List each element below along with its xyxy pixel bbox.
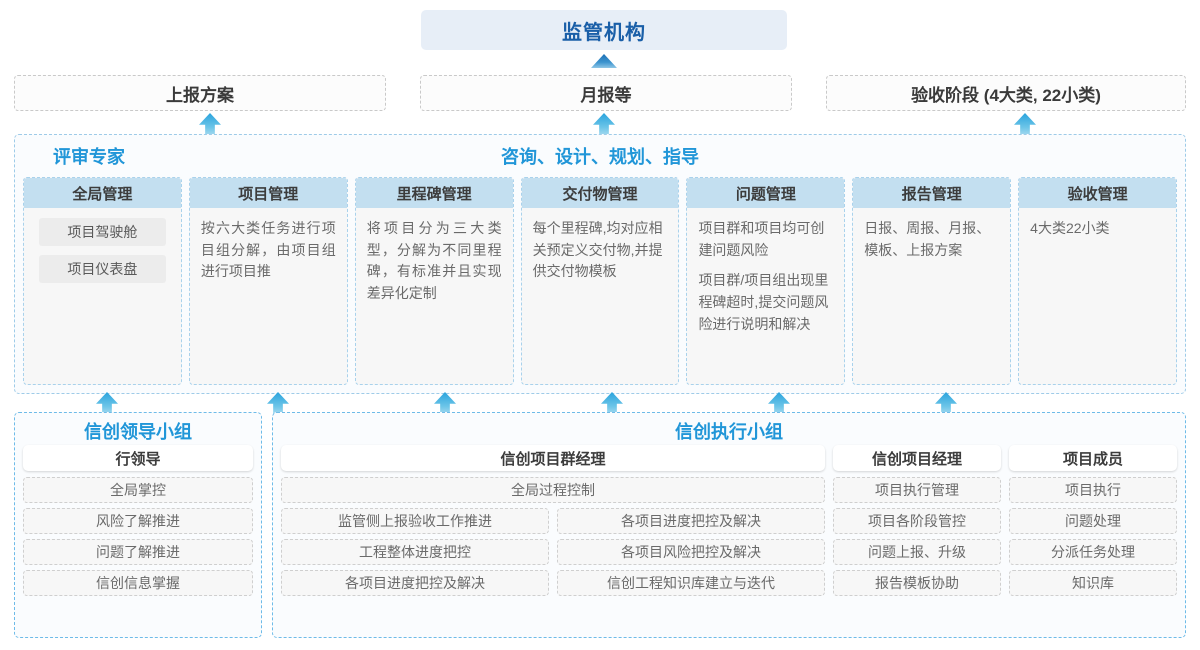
report-label: 验收阶段 (4大类, 22小类)	[911, 85, 1101, 105]
task-item[interactable]: 分派任务处理	[1009, 539, 1177, 565]
task-item[interactable]: 报告模板协助	[833, 570, 1001, 596]
column-header: 全局管理	[24, 178, 181, 208]
execution-columns: 信创项目群经理 全局过程控制 监管侧上报验收工作推进 工程整体进度把控 各项目进…	[281, 445, 1177, 596]
task-item[interactable]: 信创工程知识库建立与迭代	[557, 570, 825, 596]
task-item[interactable]: 问题了解推进	[23, 539, 253, 565]
task-item[interactable]: 各项目风险把控及解决	[557, 539, 825, 565]
column-paragraph: 项目群/项目组出现里程碑超时,提交问题风险进行说明和解决	[698, 272, 829, 332]
task-item[interactable]: 项目执行管理	[833, 477, 1001, 503]
project-member-column: 项目成员 项目执行 问题处理 分派任务处理 知识库	[1009, 445, 1177, 596]
column-body: 项目驾驶舱 项目仪表盘	[24, 208, 181, 384]
consulting-title: 咨询、设计、规划、指导	[501, 147, 699, 167]
task-item[interactable]: 各项目进度把控及解决	[281, 570, 549, 596]
leadership-group: 信创领导小组 行领导 全局掌控 风险了解推进 问题了解推进 信创信息掌握	[14, 412, 262, 638]
feature-pill[interactable]: 项目仪表盘	[39, 255, 166, 283]
project-manager-column: 信创项目经理 项目执行管理 项目各阶段管控 问题上报、升级 报告模板协助	[833, 445, 1001, 596]
task-item[interactable]: 全局过程控制	[281, 477, 825, 503]
role-header-project-manager[interactable]: 信创项目经理	[833, 445, 1001, 471]
column-header: 交付物管理	[521, 178, 679, 208]
task-item[interactable]: 项目执行	[1009, 477, 1177, 503]
program-manager-task-grid: 监管侧上报验收工作推进 工程整体进度把控 各项目进度把控及解决 各项目进度把控及…	[281, 508, 825, 596]
column-header: 验收管理	[1019, 178, 1177, 208]
teams-row: 信创领导小组 行领导 全局掌控 风险了解推进 问题了解推进 信创信息掌握 信创执…	[14, 412, 1186, 638]
execution-group-title: 信创执行小组	[675, 422, 783, 442]
column-body: 4大类22小类	[1019, 208, 1176, 384]
column-header: 项目管理	[189, 178, 347, 208]
column-header: 问题管理	[687, 178, 845, 208]
regulator-label: 监管机构	[562, 21, 646, 44]
report-box-monthly: 月报等	[420, 75, 792, 111]
column-header: 里程碑管理	[355, 178, 513, 208]
task-item[interactable]: 风险了解推进	[23, 508, 253, 534]
report-label: 月报等	[580, 85, 632, 105]
consulting-panel: 评审专家 咨询、设计、规划、指导 全局管理 项目驾驶舱 项目仪表盘 项目管理 按…	[14, 134, 1186, 394]
management-column-milestone[interactable]: 里程碑管理 将项目分为三大类型，分解为不同里程碑，有标准并且实现差异化定制	[354, 177, 514, 385]
column-body: 按六大类任务进行项目组分解，由项目组进行项目推	[190, 208, 347, 384]
task-item[interactable]: 各项目进度把控及解决	[557, 508, 825, 534]
column-paragraph: 按六大类任务进行项目组分解，由项目组进行项目推	[200, 220, 336, 280]
report-row: 上报方案 月报等 验收阶段 (4大类, 22小类)	[14, 75, 1186, 111]
program-manager-tasks-left: 监管侧上报验收工作推进 工程整体进度把控 各项目进度把控及解决	[281, 508, 549, 596]
leadership-group-title: 信创领导小组	[84, 422, 192, 442]
task-item[interactable]: 项目各阶段管控	[833, 508, 1001, 534]
column-paragraph: 4大类22小类	[1030, 220, 1110, 236]
task-item[interactable]: 问题处理	[1009, 508, 1177, 534]
task-item[interactable]: 信创信息掌握	[23, 570, 253, 596]
column-body: 将项目分为三大类型，分解为不同里程碑，有标准并且实现差异化定制	[356, 208, 513, 384]
management-column-global[interactable]: 全局管理 项目驾驶舱 项目仪表盘	[23, 177, 182, 385]
column-paragraph: 项目群和项目均可创建问题风险	[698, 220, 825, 258]
program-manager-column: 信创项目群经理 全局过程控制 监管侧上报验收工作推进 工程整体进度把控 各项目进…	[281, 445, 825, 596]
management-column-issue[interactable]: 问题管理 项目群和项目均可创建问题风险 项目群/项目组出现里程碑超时,提交问题风…	[686, 177, 846, 385]
management-column-project[interactable]: 项目管理 按六大类任务进行项目组分解，由项目组进行项目推	[188, 177, 348, 385]
task-item[interactable]: 全局掌控	[23, 477, 253, 503]
management-column-acceptance[interactable]: 验收管理 4大类22小类	[1018, 177, 1178, 385]
feature-pill[interactable]: 项目驾驶舱	[39, 218, 166, 246]
task-item[interactable]: 监管侧上报验收工作推进	[281, 508, 549, 534]
column-paragraph: 日报、周报、月报、模板、上报方案	[864, 220, 991, 258]
execution-group: 信创执行小组 信创项目群经理 全局过程控制 监管侧上报验收工作推进 工程整体进度…	[272, 412, 1186, 638]
role-header-program-manager[interactable]: 信创项目群经理	[281, 445, 825, 471]
task-item[interactable]: 知识库	[1009, 570, 1177, 596]
column-header: 报告管理	[853, 178, 1011, 208]
management-column-report[interactable]: 报告管理 日报、周报、月报、模板、上报方案	[852, 177, 1012, 385]
report-box-plan: 上报方案	[14, 75, 386, 111]
column-body: 日报、周报、月报、模板、上报方案	[853, 208, 1010, 384]
program-manager-tasks-right: 各项目进度把控及解决 各项目风险把控及解决 信创工程知识库建立与迭代	[557, 508, 825, 596]
arrow-up-to-regulator	[591, 54, 617, 68]
column-body: 项目群和项目均可创建问题风险 项目群/项目组出现里程碑超时,提交问题风险进行说明…	[687, 208, 844, 384]
management-columns: 全局管理 项目驾驶舱 项目仪表盘 项目管理 按六大类任务进行项目组分解，由项目组…	[23, 177, 1178, 385]
column-paragraph: 将项目分为三大类型，分解为不同里程碑，有标准并且实现差异化定制	[366, 220, 502, 302]
review-expert-title: 评审专家	[53, 147, 125, 167]
report-box-acceptance: 验收阶段 (4大类, 22小类)	[826, 75, 1186, 111]
management-column-deliverable[interactable]: 交付物管理 每个里程碑,均对应相关预定义交付物,并提供交付物模板	[520, 177, 680, 385]
role-header-bank-leader[interactable]: 行领导	[23, 445, 253, 471]
column-body: 每个里程碑,均对应相关预定义交付物,并提供交付物模板	[522, 208, 679, 384]
regulator-box: 监管机构	[421, 10, 787, 50]
column-paragraph: 每个里程碑,均对应相关预定义交付物,并提供交付物模板	[532, 220, 663, 280]
task-item[interactable]: 工程整体进度把控	[281, 539, 549, 565]
report-label: 上报方案	[166, 85, 234, 105]
role-header-project-member[interactable]: 项目成员	[1009, 445, 1177, 471]
task-item[interactable]: 问题上报、升级	[833, 539, 1001, 565]
